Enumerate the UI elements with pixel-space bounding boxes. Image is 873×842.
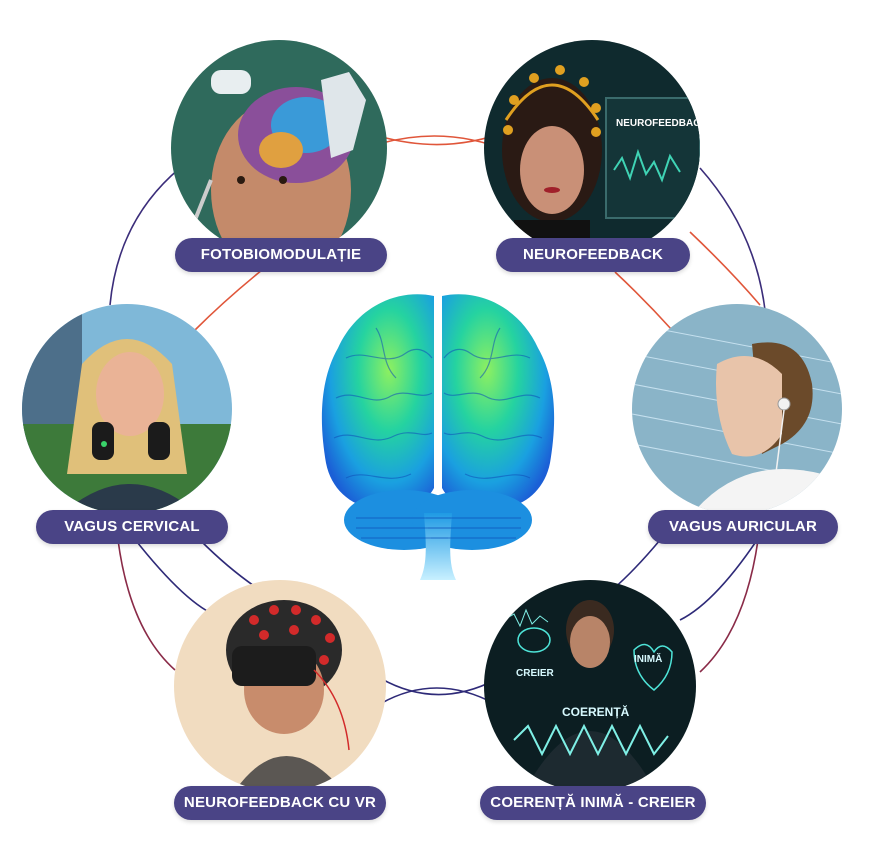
node-vagus-auricular: VAGUS AURICULAR: [630, 304, 842, 546]
label-pill: FOTOBIOMODULAȚIE: [175, 238, 387, 272]
neck-stimulator-photo: [22, 304, 232, 514]
overlay-brain-text: CREIER: [516, 668, 555, 679]
node-vagus-cervical: VAGUS CERVICAL: [22, 304, 234, 546]
label-pill: VAGUS CERVICAL: [36, 510, 228, 544]
heart-brain-coherence-photo: CREIER INIMĂ COERENȚĂ: [484, 580, 696, 792]
node-fotobiomodulatie: FOTOBIOMODULAȚIE: [171, 40, 391, 272]
label-pill: NEUROFEEDBACK CU VR: [174, 786, 386, 820]
eeg-cap-photo: NEUROFEEDBACK: [484, 40, 700, 256]
link-vr-coerenta-a: [379, 677, 496, 696]
screen-text: NEUROFEEDBACK: [616, 118, 700, 129]
node-neurofeedback: NEUROFEEDBACK NEUROFEEDBACK: [482, 40, 702, 272]
vr-headset-photo: [174, 580, 386, 792]
overlay-heart-text: INIMĂ: [634, 652, 662, 665]
link-cervical-vr-outer: [117, 539, 176, 671]
node-neurofeedback-vr: NEUROFEEDBACK CU VR: [170, 580, 390, 822]
ear-stimulator-photo: [632, 304, 842, 514]
link-neurofeedback-auricular-inner: [689, 231, 761, 306]
link-neurofeedback-auricular-mid: [614, 271, 673, 331]
link-fotobio-cervical-inner: [194, 269, 263, 331]
link-auricular-coerenta-outer: [699, 539, 759, 673]
brain-icon: [316, 288, 560, 580]
label-pill: COERENȚĂ INIMĂ - CREIER: [480, 786, 706, 820]
label-pill: VAGUS AURICULAR: [648, 510, 838, 544]
node-coerenta: CREIER INIMĂ COERENȚĂ COERENȚĂ INIMĂ - C…: [478, 580, 710, 822]
photobiomodulation-headset-photo: [171, 40, 387, 256]
link-fotobio-cervical-outer: [109, 167, 181, 306]
link-vr-coerenta-b: [379, 687, 496, 705]
label-pill: NEUROFEEDBACK: [496, 238, 690, 272]
overlay-coherence-text: COERENȚĂ: [562, 704, 630, 719]
link-neurofeedback-auricular-outer: [699, 167, 766, 311]
